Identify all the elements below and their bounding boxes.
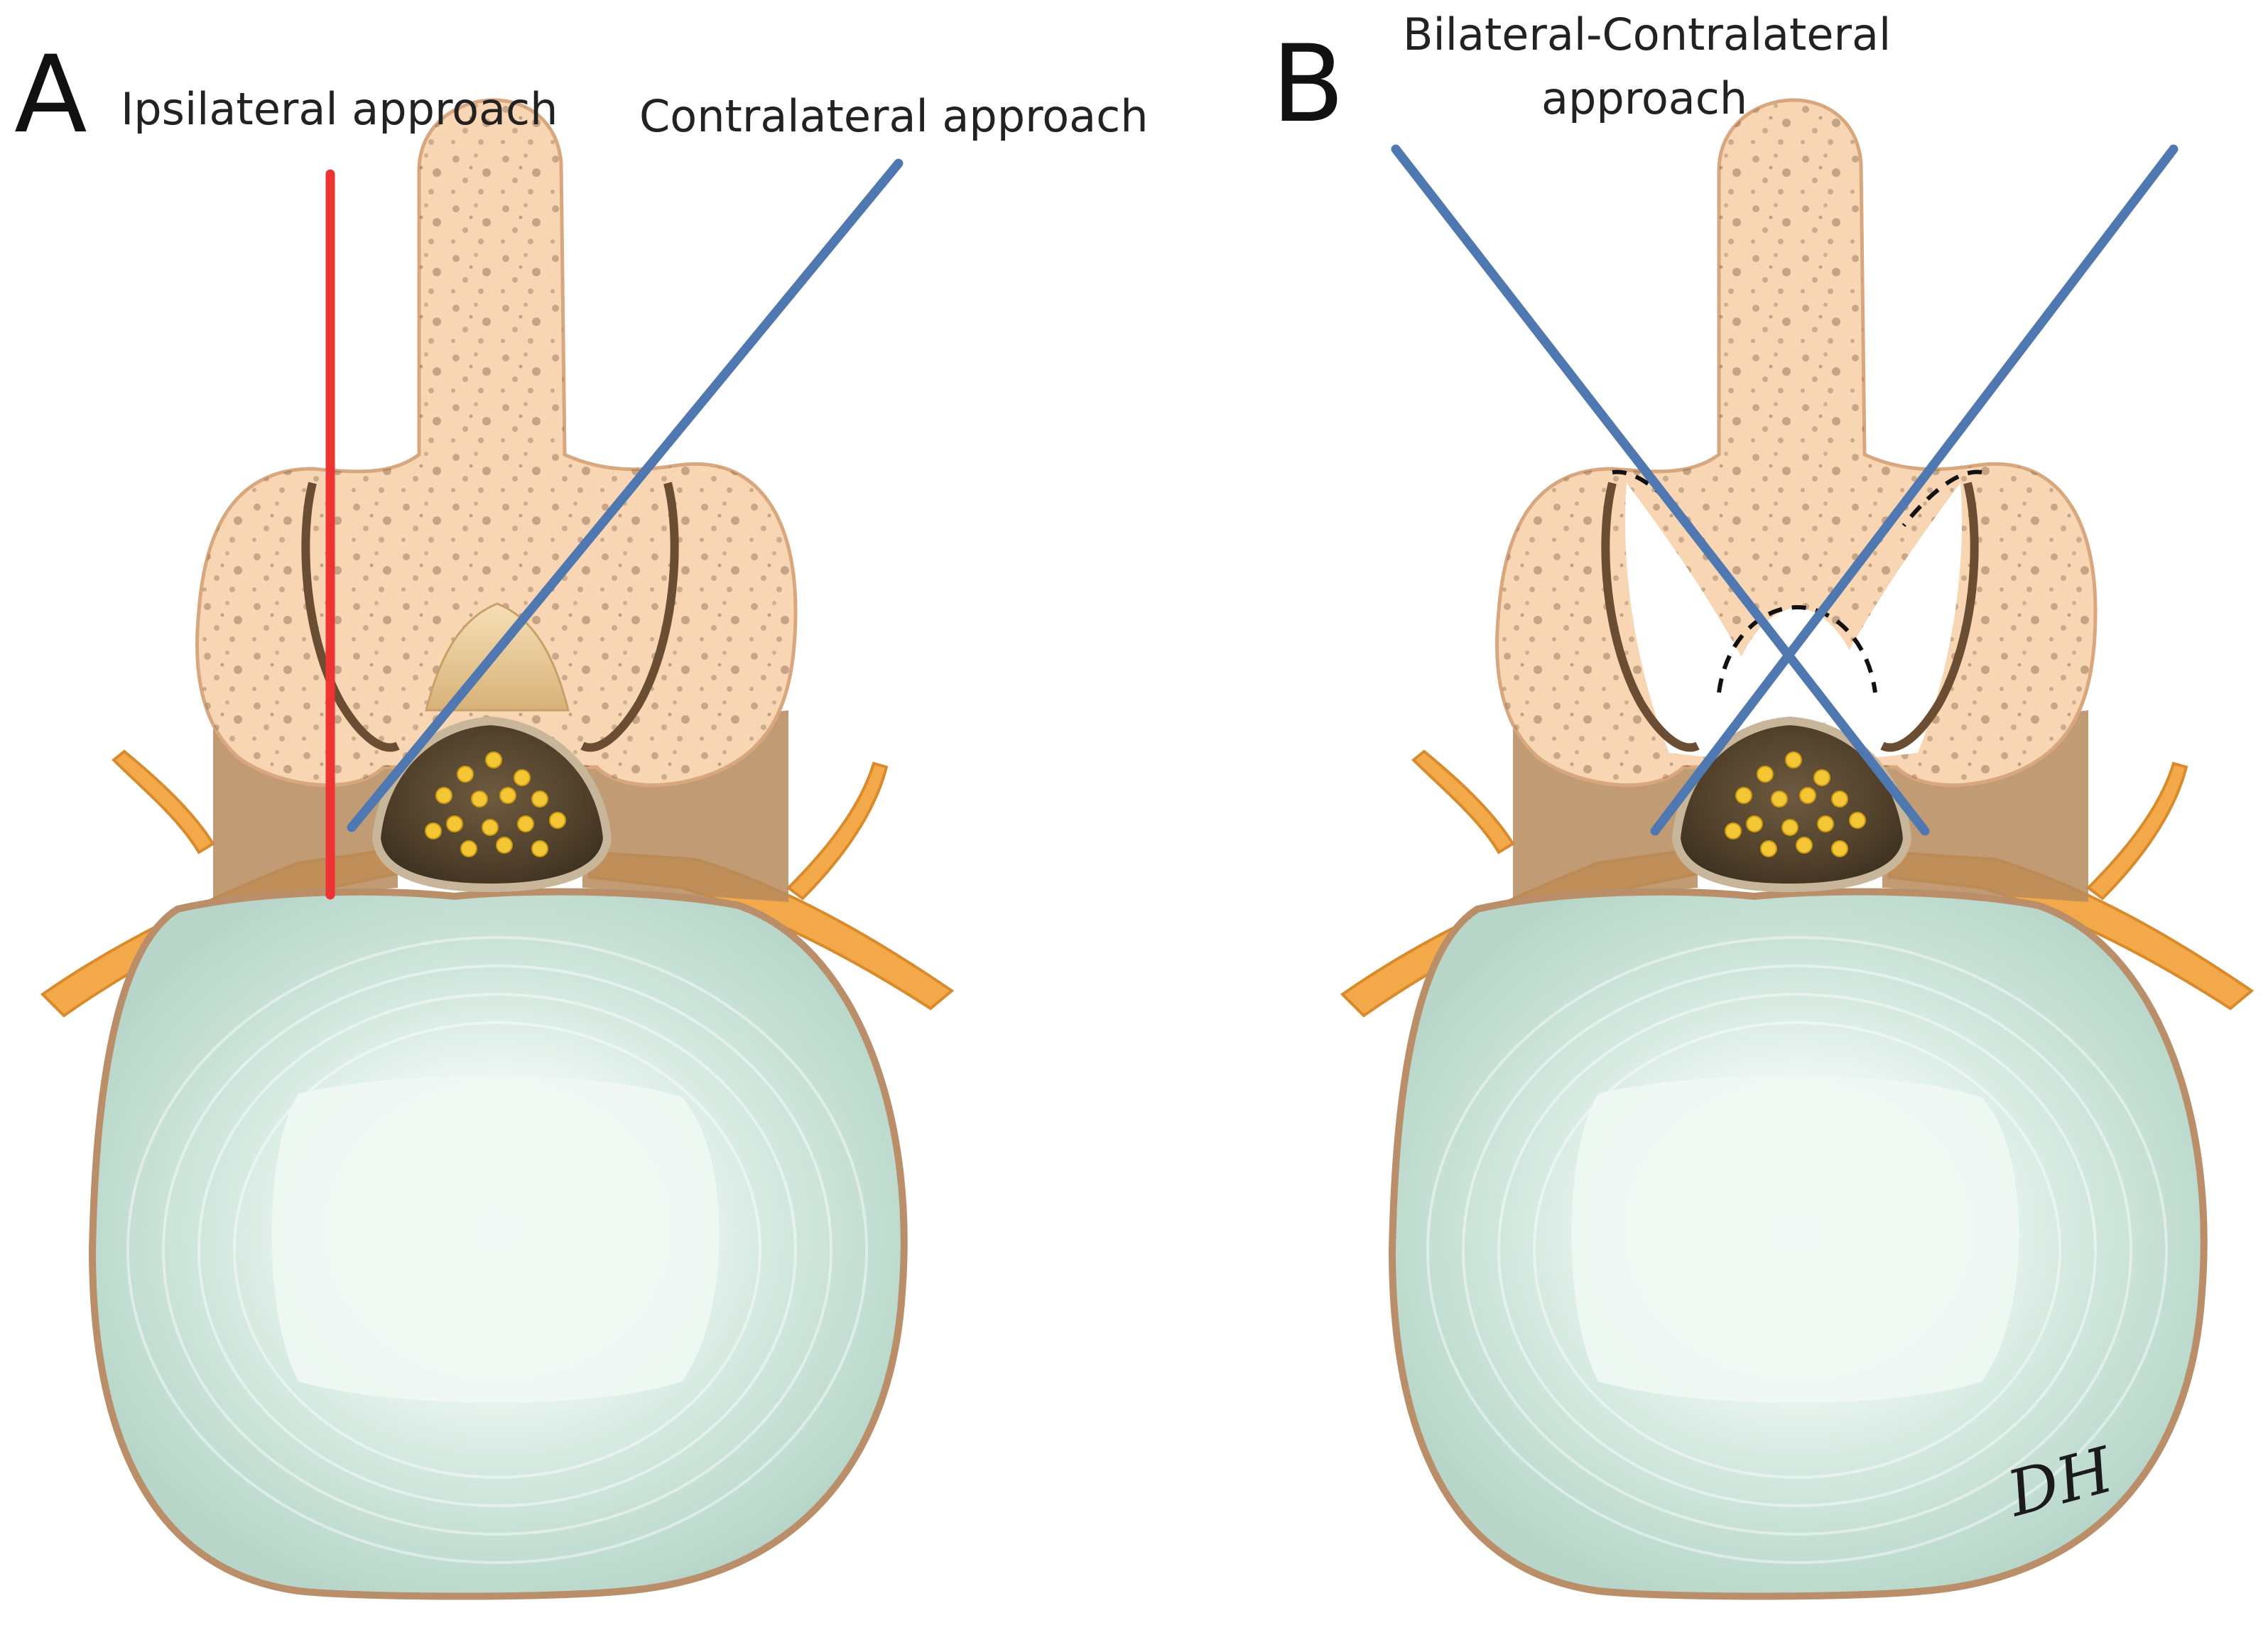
bilateral-approach-line-left [1391, 144, 1930, 836]
ipsilateral-approach-label: Ipsilateral approach [121, 83, 558, 135]
panel-a-letter: A [14, 33, 87, 157]
central-resection-outline [1717, 604, 1877, 693]
right-resection-outline [1901, 469, 1982, 527]
right-facet-joint [1880, 482, 1979, 752]
panel-b-letter: B [1271, 23, 1345, 146]
contralateral-approach-line [347, 158, 904, 832]
disc-annulus-rings [126, 936, 868, 1564]
left-nerve-branch [112, 749, 215, 854]
right-nerve-branch [2085, 761, 2188, 901]
right-nerve-branch [786, 761, 889, 901]
bilateral-approach-label-line2: approach [1541, 72, 1747, 124]
bone-trabecular-texture [197, 99, 796, 786]
disc-annulus-rings [1426, 936, 2168, 1564]
bilateral-approach-label-line1: Bilateral-Contralateral [1403, 9, 1891, 60]
nucleus-pulposus [271, 1075, 720, 1403]
left-laminotomy-window [1625, 483, 1762, 760]
contralateral-approach-label: Contralateral approach [639, 90, 1149, 142]
dural-sac [371, 716, 612, 893]
panel-a: A Ipsilateral approach Contralateral app… [14, 33, 1149, 1600]
dural-sac [1671, 716, 1912, 893]
right-facet-joint [580, 482, 679, 752]
cauda-equina-rootlets [425, 751, 566, 857]
left-nerve-branch [1411, 749, 1515, 854]
bilateral-approach-line-right [1650, 144, 2179, 836]
nucleus-pulposus [1571, 1075, 2019, 1403]
left-facet-joint [1601, 482, 1700, 752]
panel-b: B Bilateral-Contralateral approach DH [1271, 9, 2255, 1600]
cauda-equina-rootlets [1725, 751, 1866, 857]
